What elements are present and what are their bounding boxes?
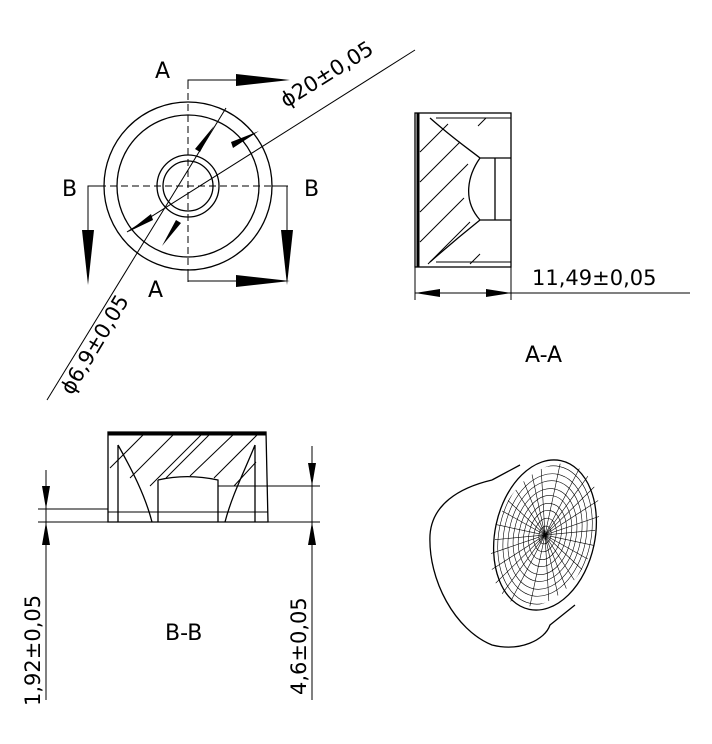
bb-right-arrow-top xyxy=(308,463,316,486)
aa-title: A-A xyxy=(525,343,562,368)
iso-face-pattern xyxy=(489,459,601,611)
aa-body-outline xyxy=(414,112,512,268)
cut-arrow-b-right xyxy=(281,230,293,285)
cut-arrow-b-left xyxy=(82,230,94,285)
aa-length-label: 11,49±0,05 xyxy=(532,266,656,290)
dia20-arrow-lower xyxy=(128,214,153,232)
front-view: ϕ20±0,05 ϕ6,9±0,05 A A B B xyxy=(46,36,416,401)
bb-title: B-B xyxy=(165,621,202,646)
dia20-arrow-upper xyxy=(231,131,259,148)
dia69-arrow-lower xyxy=(162,220,181,246)
dia69-leader xyxy=(46,107,227,401)
bb-left-arrow-bottom xyxy=(42,522,50,545)
iso-face xyxy=(492,459,598,611)
bb-left-arrow-top xyxy=(42,486,50,509)
section-bb-view: 1,92±0,05 4,6±0,05 B-B xyxy=(21,431,320,706)
aa-dim-arrow-left xyxy=(415,289,440,297)
aa-dim-arrow-right xyxy=(486,289,511,297)
aa-cavity-outer xyxy=(436,117,511,263)
cut-arrow-a-bottom xyxy=(236,275,290,287)
bb-left-height-label: 1,92±0,05 xyxy=(21,595,45,706)
cut-line-b-right xyxy=(272,185,288,230)
iso-top-edge xyxy=(491,464,521,481)
cut-line-b-left xyxy=(87,185,104,230)
cut-arrow-a-top xyxy=(236,74,290,86)
isometric-view xyxy=(429,459,601,648)
aa-cavity-profile xyxy=(429,117,511,263)
iso-body xyxy=(429,479,576,648)
dia69-arrow-upper xyxy=(195,126,214,152)
section-label-a-bottom: A xyxy=(148,278,163,303)
dia69-label: ϕ6,9±0,05 xyxy=(56,291,134,399)
bb-cavity-profile xyxy=(117,444,256,523)
bb-right-arrow-bottom xyxy=(308,522,316,545)
section-label-b-left: B xyxy=(62,177,77,202)
section-aa-view: 11,49±0,05 A-A xyxy=(414,112,690,368)
bb-hatch xyxy=(109,431,261,487)
section-label-b-right: B xyxy=(304,177,319,202)
aa-hatch xyxy=(419,117,487,265)
dia20-label: ϕ20±0,05 xyxy=(276,36,378,112)
section-label-a-top: A xyxy=(155,59,170,84)
dia20-leader xyxy=(126,49,416,233)
bb-right-height-label: 4,6±0,05 xyxy=(287,597,311,695)
